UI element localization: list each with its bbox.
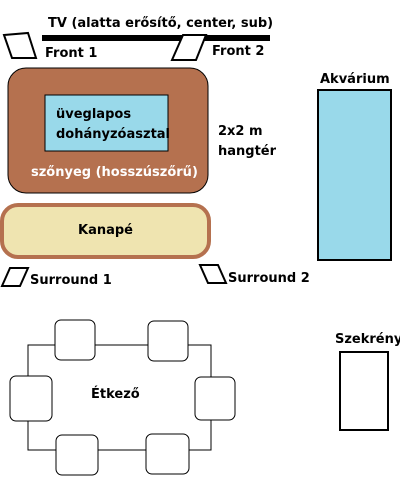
tv-label: TV (alatta erősítő, center, sub) (48, 16, 274, 31)
aquarium-label: Akvárium (320, 72, 390, 87)
chair (194, 376, 236, 421)
front2-speaker (170, 34, 208, 61)
chair (54, 319, 96, 361)
rug-label: szőnyeg (hosszúszőrű) (31, 165, 198, 180)
chair (55, 434, 99, 476)
surround2-label: Surround 2 (228, 271, 310, 286)
chair (9, 375, 53, 422)
front1-label: Front 1 (45, 46, 98, 61)
surround1-speaker (0, 267, 30, 287)
room-size-label-line1: 2x2 m (218, 124, 263, 139)
chair (147, 320, 189, 362)
room-size-label-line2: hangtér (218, 144, 277, 159)
sofa-label: Kanapé (78, 223, 133, 238)
coffee-table (44, 94, 169, 152)
tv-bar (42, 35, 270, 41)
front2-label: Front 2 (212, 44, 265, 59)
aquarium (317, 89, 392, 261)
surround1-label: Surround 1 (30, 273, 112, 288)
dining-table (27, 344, 212, 451)
wardrobe-label: Szekrény (335, 332, 400, 347)
coffee-table-label-line1: üveglapos (56, 107, 132, 122)
coffee-table-label-line2: dohányzóasztal (56, 127, 171, 142)
dining-label: Étkező (91, 387, 140, 402)
sofa (0, 203, 211, 259)
surround2-speaker (198, 264, 228, 284)
wardrobe (339, 351, 389, 431)
front1-speaker (2, 31, 38, 59)
chair (145, 433, 190, 475)
